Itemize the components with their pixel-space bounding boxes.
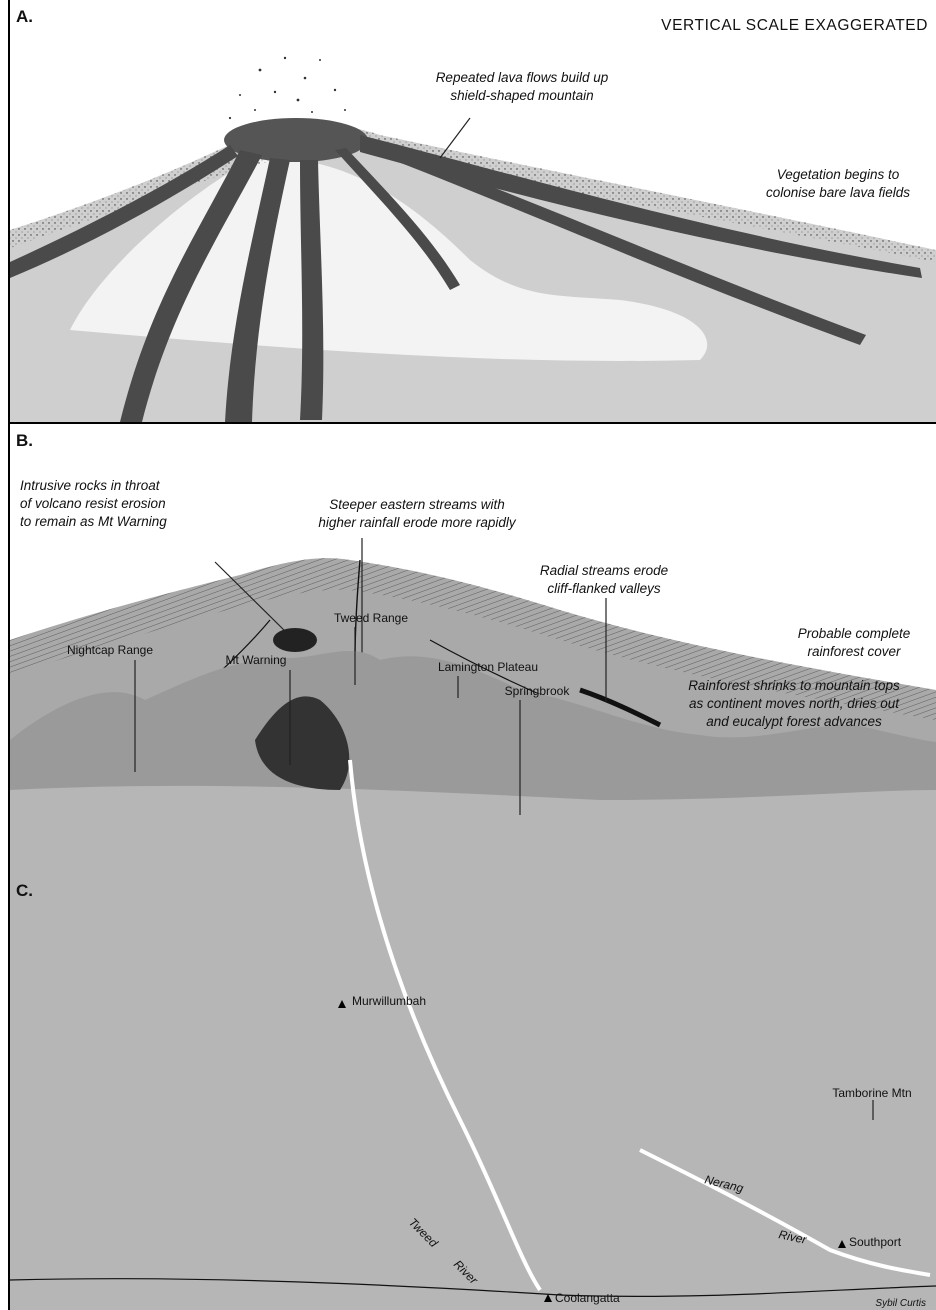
panel-a-label-veg-1: Vegetation begins to <box>777 167 900 182</box>
panel-b-label-intrusive-3: to remain as Mt Warning <box>20 514 167 529</box>
panel-b-label-steeper-1: Steeper eastern streams with <box>329 497 505 512</box>
panel-c-letter: C. <box>16 881 33 900</box>
label-southport: Southport <box>849 1235 902 1249</box>
panel-a-label-main-1: Repeated lava flows build up <box>436 70 609 85</box>
label-tweed-range: Tweed Range <box>334 611 408 625</box>
panel-b-label-intrusive-1: Intrusive rocks in throat <box>20 478 161 493</box>
panel-b-label-radial-2: cliff-flanked valleys <box>547 581 661 596</box>
label-shrinks-1: Rainforest shrinks to mountain tops <box>688 678 900 693</box>
panel-b-label-radial-1: Radial streams erode <box>540 563 668 578</box>
panel-a-label-main-2: shield-shaped mountain <box>450 88 593 103</box>
panel-b-label-rainforest-1: Probable complete <box>798 626 911 641</box>
label-lamington: Lamington Plateau <box>438 660 538 674</box>
intrusive-rocks <box>273 628 317 652</box>
panel-a-letter: A. <box>16 7 33 26</box>
label-coolangatta: Coolangatta <box>555 1291 620 1305</box>
label-mt-warning: Mt Warning <box>226 653 287 667</box>
panel-a <box>10 0 936 422</box>
label-murwillumbah: Murwillumbah <box>352 994 426 1008</box>
label-tamborine: Tamborine Mtn <box>832 1086 911 1100</box>
artist-credit: Sybil Curtis <box>875 1298 926 1309</box>
panel-b-letter: B. <box>16 431 33 450</box>
label-shrinks-2: as continent moves north, dries out <box>689 696 900 711</box>
panel-b-label-steeper-2: higher rainfall erode more rapidly <box>318 515 517 530</box>
label-springbrook: Springbrook <box>505 684 571 698</box>
panel-a-label-veg-2: colonise bare lava fields <box>766 185 910 200</box>
panel-b-label-intrusive-2: of volcano resist erosion <box>20 496 166 511</box>
label-shrinks-3: and eucalypt forest advances <box>706 714 882 729</box>
scale-note: VERTICAL SCALE EXAGGERATED <box>661 17 928 34</box>
panel-b-label-rainforest-2: rainforest cover <box>807 644 901 659</box>
label-nightcap: Nightcap Range <box>67 643 153 657</box>
